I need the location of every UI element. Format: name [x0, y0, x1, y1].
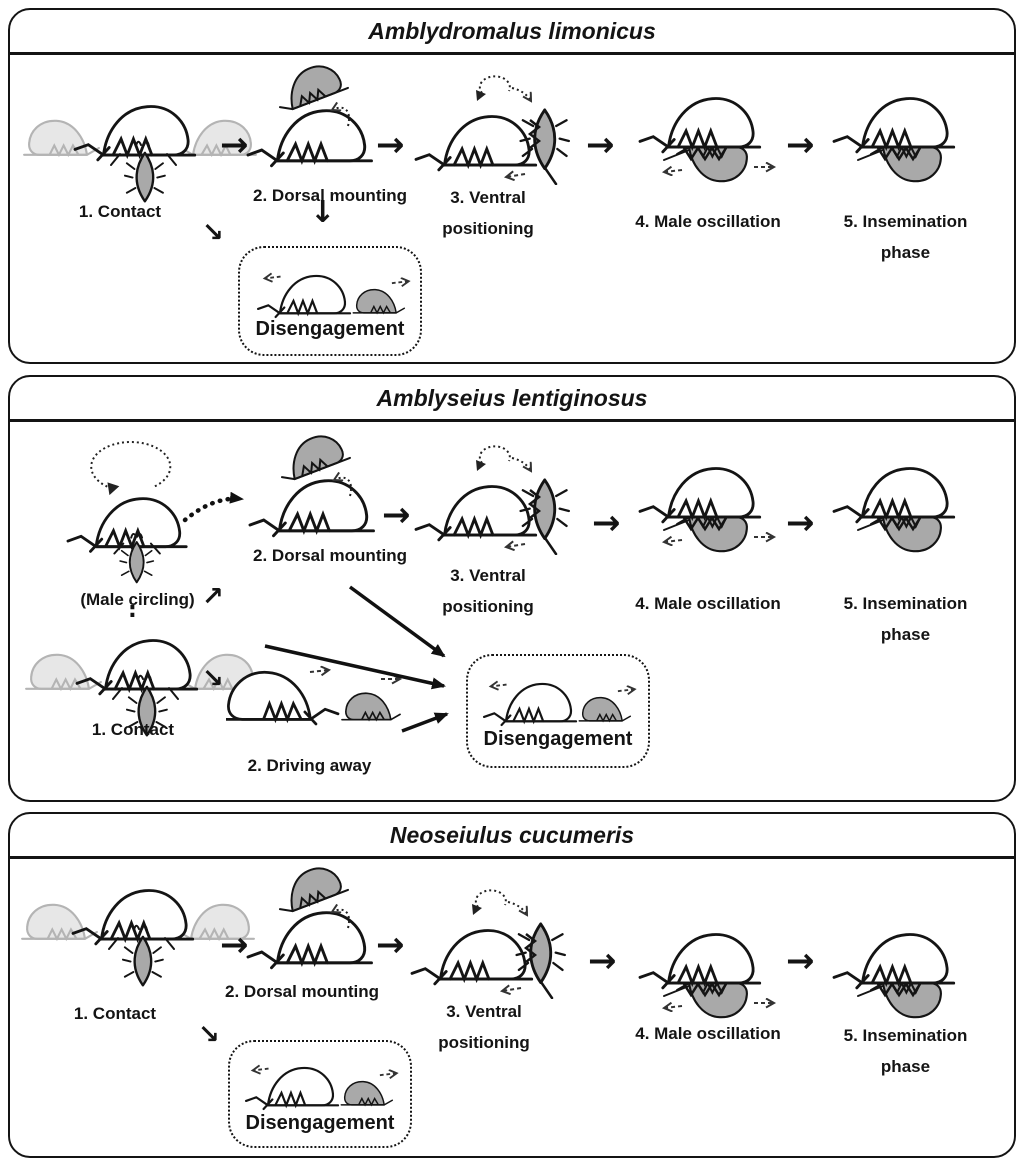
- arrow-right-icon: →: [588, 941, 617, 981]
- disengagement-illustration: [244, 1048, 400, 1111]
- male-mite: [340, 1080, 394, 1106]
- arrow-down-icon: ↓: [310, 195, 336, 230]
- female-mite: [410, 929, 534, 986]
- arrow-right-icon: →: [786, 941, 815, 981]
- stage-label-oscillation: 4. Male oscillation: [635, 594, 781, 613]
- disengagement-label: Disengagement: [483, 728, 633, 750]
- stage-label-contact: 1. Contact: [91, 720, 175, 739]
- contact-illustration: [25, 639, 259, 737]
- panel-title: Neoseiulus cucumeris: [10, 814, 1014, 859]
- stage-label-ventral: 3. Ventral positioning: [438, 1002, 530, 1052]
- male-oscillation-illustration: [638, 933, 796, 1019]
- stage-label-insemination: 5. Insemination phase: [843, 212, 968, 262]
- continuation-dots-icon: :: [128, 598, 137, 623]
- disengagement-box: [228, 1040, 412, 1148]
- arrow-right-icon: →: [220, 125, 249, 165]
- driving-away-label: 2. Driving away: [247, 756, 372, 775]
- ghost-male-left: [23, 119, 100, 156]
- arrow-down-right-icon: ↘: [202, 664, 224, 694]
- panel-title: Amblydromalus limonicus: [10, 10, 1014, 55]
- ghost-male-left: [21, 903, 98, 940]
- female-mite: [832, 97, 956, 154]
- panel-title: Amblyseius lentiginosus: [10, 377, 1014, 422]
- stage-label-ventral: 3. Ventral positioning: [442, 188, 534, 238]
- female-mite: [246, 109, 373, 168]
- male-mite: [121, 935, 165, 987]
- contact-illustration: [23, 105, 257, 203]
- disengagement-illustration: [482, 664, 638, 727]
- stage-label-ventral: 3. Ventral positioning: [442, 566, 534, 616]
- arrow-right-icon: →: [220, 925, 249, 965]
- driving-away-illustration: [226, 652, 406, 726]
- female-mite: [246, 911, 373, 970]
- arrow-right-icon: →: [786, 503, 815, 543]
- disengagement-illustration: [256, 256, 412, 319]
- arrow-right-icon: →: [786, 125, 815, 165]
- stage-label-dorsal: 2. Dorsal mounting: [225, 982, 379, 1001]
- male-circling-label: (Male circling): [80, 590, 195, 609]
- dorsal-mounting-illustration: [246, 64, 373, 168]
- stage-label-oscillation: 4. Male oscillation: [635, 212, 781, 231]
- female-mite: [638, 933, 762, 990]
- female-mite: [244, 1066, 340, 1111]
- disengagement-label: Disengagement: [255, 318, 405, 340]
- disengagement-label: Disengagement: [245, 1112, 395, 1134]
- stage-label-dorsal: 2. Dorsal mounting: [253, 186, 407, 205]
- arrow-contact-to-disengagement: [264, 644, 446, 690]
- male-mite: [123, 151, 167, 203]
- stage-label-contact: 1. Contact: [78, 202, 162, 221]
- panel2-arrows-overlay: [182, 491, 449, 733]
- panel-neoseiulus-cucumeris: Neoseiulus cucumeris: [8, 812, 1016, 1158]
- ventral-positioning-illustration: [414, 445, 571, 555]
- female-mite: [414, 115, 538, 172]
- male-oscillation-illustration: [638, 467, 796, 553]
- disengagement-box: [238, 246, 422, 356]
- panel-amblydromalus-limonicus: Amblydromalus limonicus: [8, 8, 1016, 364]
- ventral-positioning-illustration: [414, 75, 571, 185]
- arrow-right-icon: →: [376, 925, 405, 965]
- male-mite: [269, 64, 349, 115]
- arrow-down-right-icon: ↘: [202, 218, 224, 248]
- male-mite: [578, 696, 632, 722]
- insemination-illustration: [832, 933, 956, 1019]
- stage-label-insemination: 5. Insemination phase: [843, 594, 968, 644]
- arrow-right-icon: →: [382, 495, 411, 535]
- contact-illustration: [21, 889, 255, 987]
- arrow-right-icon: →: [376, 125, 405, 165]
- arrow-down-right-icon: ↘: [198, 1020, 220, 1050]
- stage-label-contact: 1. Contact: [73, 1004, 157, 1023]
- male-mite: [352, 288, 406, 314]
- arrow-dorsal-to-disengagement: [348, 585, 446, 658]
- stage-label-insemination: 5. Insemination phase: [843, 1026, 968, 1076]
- disengagement-box: [466, 654, 650, 768]
- insemination-illustration: [832, 467, 956, 553]
- stage-label-oscillation: 4. Male oscillation: [635, 1024, 781, 1043]
- dorsal-mounting-illustration: [246, 866, 373, 970]
- male-oscillation-illustration: [638, 97, 796, 183]
- panel-amblyseius-lentiginosus: Amblyseius lentiginosus: [8, 375, 1016, 802]
- arrow-up-right-icon: ↗: [202, 582, 224, 612]
- stage-label-dorsal: 2. Dorsal mounting: [253, 546, 407, 565]
- female-mite: [482, 682, 578, 727]
- male-mite: [269, 866, 349, 917]
- male-circling-illustration: [66, 441, 188, 584]
- arrow-right-icon: →: [592, 503, 621, 543]
- female-mite: [832, 933, 956, 990]
- female-mite: [256, 274, 352, 319]
- insemination-illustration: [832, 97, 956, 183]
- ventral-positioning-illustration: [410, 889, 567, 999]
- arrow-driving-to-disengagement: [401, 712, 449, 733]
- female-mite: [638, 97, 762, 154]
- arrow-right-icon: →: [586, 125, 615, 165]
- dotted-arrow-circling-to-dorsal: [182, 491, 245, 523]
